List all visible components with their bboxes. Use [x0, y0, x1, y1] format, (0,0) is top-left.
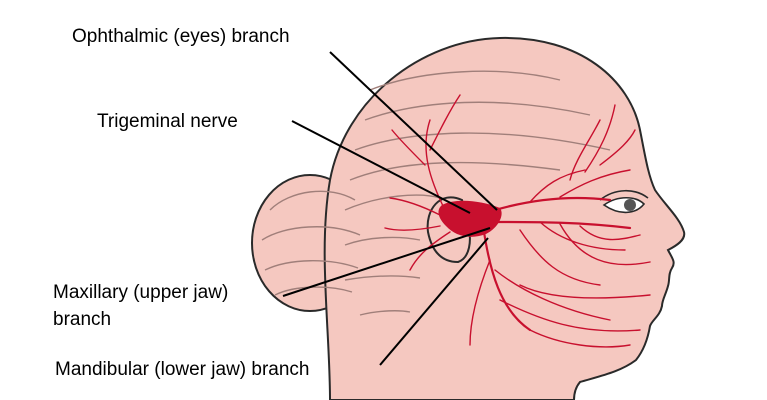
head [251, 36, 686, 400]
leader-ophthalmic [329, 51, 498, 211]
labels: Ophthalmic (eyes) branch Trigeminal nerv… [53, 26, 310, 380]
leader-lines [282, 51, 498, 366]
label-trigeminal: Trigeminal nerve [97, 111, 238, 132]
label-maxillary-line2: branch [53, 309, 111, 330]
label-ophthalmic: Ophthalmic (eyes) branch [72, 26, 290, 47]
leader-maxillary [282, 227, 491, 297]
nerve-network [384, 94, 651, 348]
label-mandibular: Mandibular (lower jaw) branch [55, 359, 310, 380]
leader-trigeminal [291, 120, 471, 214]
head-outline [323, 36, 686, 400]
eye [599, 189, 649, 214]
leader-mandibular [379, 237, 489, 366]
hair-lines [261, 70, 611, 316]
trigeminal-ganglion [438, 200, 502, 237]
label-maxillary-line1: Maxillary (upper jaw) [53, 282, 228, 303]
